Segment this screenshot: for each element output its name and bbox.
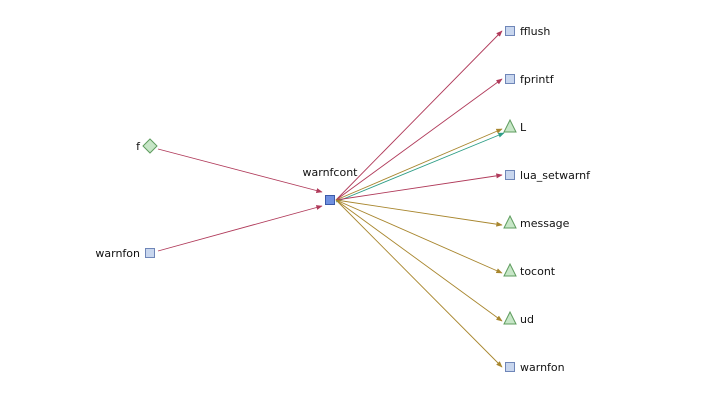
square-shape [505, 362, 515, 372]
edge-f-to-center [157, 148, 323, 193]
callee-l-label: L [520, 121, 527, 134]
callee-warnfon-label: warnfon [520, 361, 565, 374]
callee-warnfon-node[interactable]: warnfon [505, 361, 565, 374]
edge-center-to-message [335, 199, 503, 227]
triangle-shape [503, 310, 517, 325]
callee-message-node[interactable]: message [503, 214, 570, 230]
callee-tocont-label: tocont [520, 265, 556, 278]
callee-fprintf-node[interactable]: fprintf [505, 73, 555, 86]
edge-center-to-fprintf [335, 78, 503, 201]
triangle-shape [503, 262, 517, 277]
caller-warnfon-label: warnfon [95, 247, 140, 260]
edge-center-to-warnfon [335, 199, 503, 368]
triangle-shape [503, 118, 517, 133]
callee-message-label: message [520, 217, 570, 230]
caller-warnfon-node[interactable]: warnfon [95, 247, 155, 260]
caller-f-label: f [136, 140, 141, 153]
edge-center-to-lua-setwarnf [335, 173, 503, 201]
center-warnfcont-label: warnfcont [303, 166, 359, 179]
edge-center-to-l-secondary [335, 132, 505, 203]
diamond-shape [142, 138, 158, 154]
center-warnfcont-node[interactable]: warnfcont [303, 166, 359, 205]
edge-center-to-tocont [335, 199, 503, 274]
callee-lua-setwarnf-node[interactable]: lua_setwarnf [505, 169, 592, 182]
callee-ud-label: ud [520, 313, 534, 326]
square-shape [505, 170, 515, 180]
edges-layer [157, 30, 505, 368]
callee-fprintf-label: fprintf [520, 73, 555, 86]
callee-tocont-node[interactable]: tocont [503, 262, 556, 278]
square-shape [145, 248, 155, 258]
square-shape [505, 74, 515, 84]
edge-center-to-fflush [335, 30, 503, 201]
callee-lua-setwarnf-label: lua_setwarnf [520, 169, 591, 182]
callee-ud-node[interactable]: ud [503, 310, 534, 326]
nodes-layer: f warnfon warnfcont fflush fprintfLlua_setwa… [95, 25, 591, 374]
edge-warnfon-to-center [157, 205, 323, 252]
triangle-shape [503, 214, 517, 229]
caller-f-node[interactable]: f [136, 138, 158, 154]
callee-fflush-label: fflush [520, 25, 550, 38]
callee-l-node[interactable]: L [503, 118, 527, 134]
edge-center-to-ud [335, 199, 503, 322]
edge-center-to-l [335, 128, 503, 201]
callee-fflush-node[interactable]: fflush [505, 25, 551, 38]
square-shape [325, 195, 335, 205]
square-shape [505, 26, 515, 36]
